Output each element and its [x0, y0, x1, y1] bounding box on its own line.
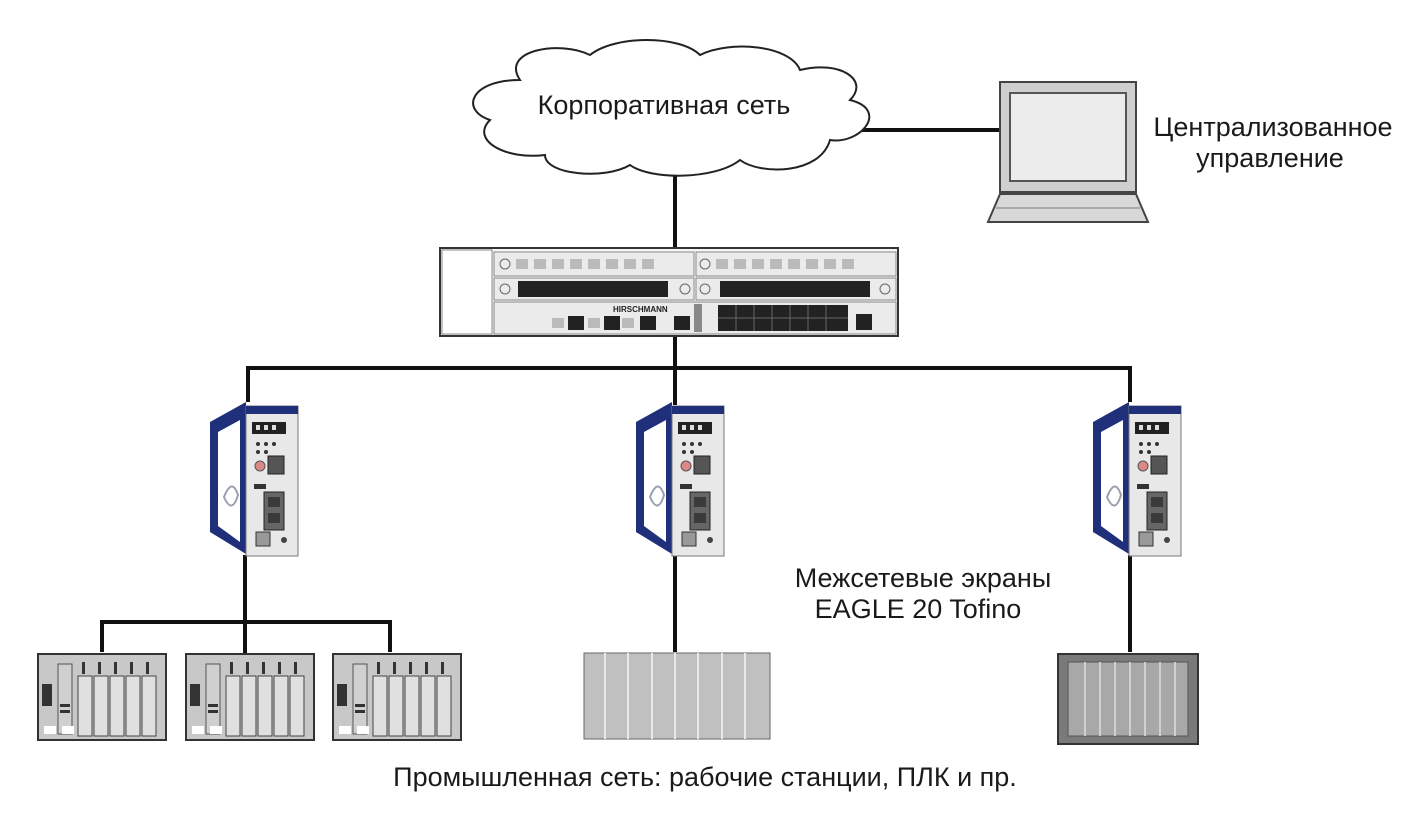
workstation-device	[583, 652, 771, 740]
connection-lines	[100, 128, 1132, 655]
controller-device	[1057, 653, 1199, 745]
cloud-label: Корпоративная сеть	[538, 90, 791, 120]
core-switch: HIRSCHMANN	[439, 247, 899, 337]
firewalls-label-line2: EAGLE 20 Tofino	[815, 594, 1022, 624]
management-label-line2: управление	[1196, 143, 1344, 173]
plc-rack-2	[185, 653, 315, 741]
switch-brand: HIRSCHMANN	[613, 305, 668, 314]
firewall-device-2	[635, 401, 725, 557]
plc-rack-1	[37, 653, 167, 741]
firewalls-label-line1: Межсетевые экраны	[795, 563, 1051, 593]
firewall-device-3	[1092, 401, 1182, 557]
firewall-device-1	[209, 401, 299, 557]
management-label-line1: Централизованное	[1153, 112, 1392, 142]
corporate-network-cloud: Корпоративная сеть	[472, 39, 871, 177]
industrial-network-label: Промышленная сеть: рабочие станции, ПЛК …	[393, 762, 1017, 792]
laptop-icon	[986, 81, 1150, 223]
plc-rack-3	[332, 653, 462, 741]
